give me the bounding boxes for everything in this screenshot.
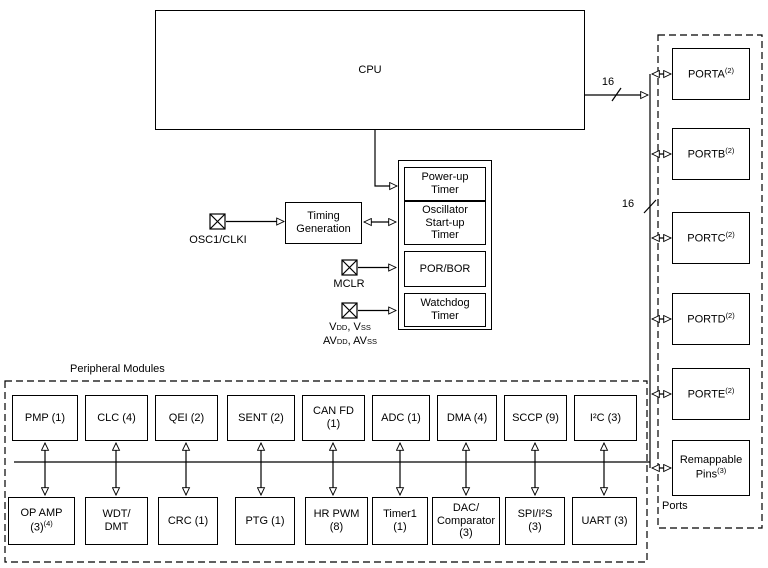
bus-slash-top bbox=[611, 87, 622, 102]
peripheral-dac-comparator: DAC/ Comparator (3) bbox=[432, 497, 500, 545]
power-pins-label: VDD, VSS AVDD, AVSS bbox=[322, 321, 378, 347]
por-bor-block: POR/BOR bbox=[404, 251, 486, 287]
port-porta: PORTA(2) bbox=[672, 48, 750, 100]
peripheral-qei: QEI (2) bbox=[155, 395, 218, 441]
peripheral-modules-label: Peripheral Modules bbox=[70, 363, 165, 375]
peripheral-clc: CLC (4) bbox=[85, 395, 148, 441]
osc1-clki-label: OSC1/CLKI bbox=[189, 234, 247, 246]
bus-width-16-side: 16 bbox=[621, 198, 635, 210]
peripheral-pmp: PMP (1) bbox=[12, 395, 78, 441]
timing-generation-block: Timing Generation bbox=[285, 202, 362, 244]
ports-label: Ports bbox=[662, 500, 688, 512]
mclr-label: MCLR bbox=[333, 278, 365, 290]
watchdog-timer-block: Watchdog Timer bbox=[404, 293, 486, 327]
osc1-pin-icon bbox=[209, 213, 226, 230]
power-up-timer-block: Power-up Timer bbox=[404, 167, 486, 201]
peripheral-sccp: SCCP (9) bbox=[504, 395, 567, 441]
peripheral-ptg: PTG (1) bbox=[235, 497, 295, 545]
port-portc: PORTC(2) bbox=[672, 212, 750, 264]
cpu-timer-connector bbox=[374, 130, 397, 186]
cpu-block: CPU bbox=[155, 10, 585, 130]
port-porte: PORTE(2) bbox=[672, 368, 750, 420]
peripheral-wdt-dmt: WDT/ DMT bbox=[85, 497, 148, 545]
peripheral-dma: DMA (4) bbox=[437, 395, 497, 441]
peripheral-crc: CRC (1) bbox=[158, 497, 218, 545]
power-pin-icon bbox=[341, 302, 358, 319]
peripheral-can-fd: CAN FD (1) bbox=[302, 395, 365, 441]
peripheral-uart: UART (3) bbox=[572, 497, 637, 545]
peripheral-timer1: Timer1 (1) bbox=[372, 497, 428, 545]
peripheral-i2c: I²C (3) bbox=[574, 395, 637, 441]
peripheral-sent: SENT (2) bbox=[227, 395, 295, 441]
oscillator-start-up-timer-block: Oscillator Start-up Timer bbox=[404, 201, 486, 245]
port-remappable-pins: Remappable Pins(3) bbox=[672, 440, 750, 496]
peripheral-hr-pwm: HR PWM (8) bbox=[305, 497, 368, 545]
cpu-label: CPU bbox=[358, 63, 382, 76]
bus-width-16-top: 16 bbox=[601, 76, 615, 88]
port-portb: PORTB(2) bbox=[672, 128, 750, 180]
bus-slash-side bbox=[643, 199, 657, 214]
port-portd: PORTD(2) bbox=[672, 293, 750, 345]
peripheral-adc: ADC (1) bbox=[372, 395, 430, 441]
mclr-pin-icon bbox=[341, 259, 358, 276]
peripheral-spi-i2s: SPI/I²S (3) bbox=[505, 497, 565, 545]
peripheral-op-amp: OP AMP (3)(4) bbox=[8, 497, 75, 545]
